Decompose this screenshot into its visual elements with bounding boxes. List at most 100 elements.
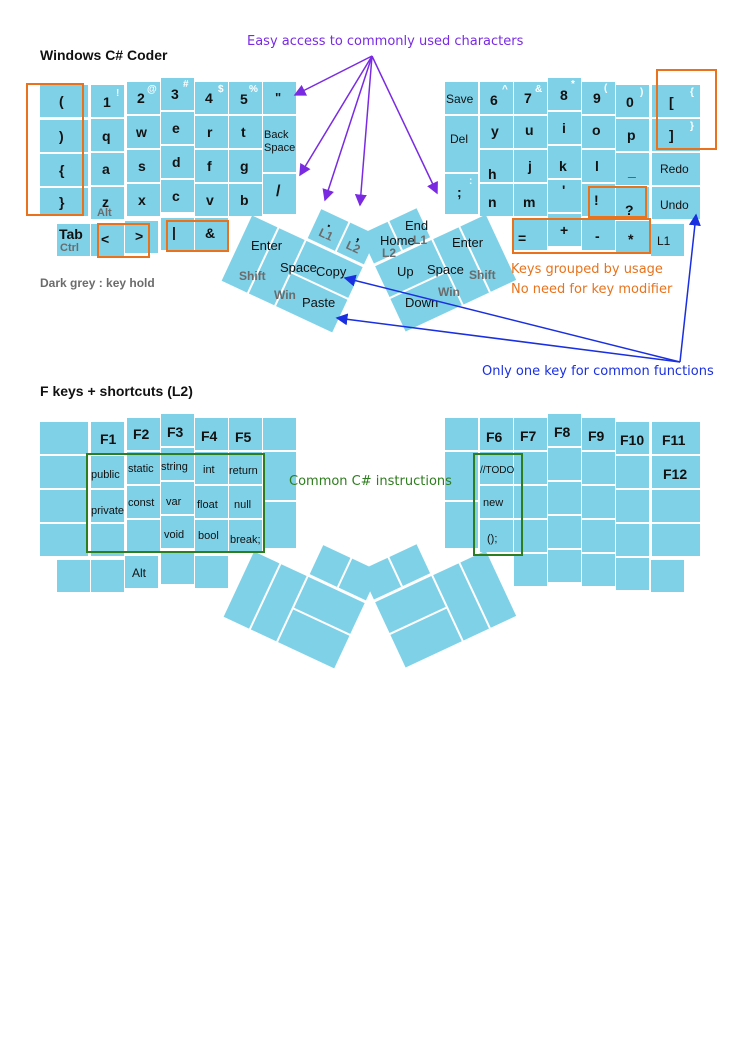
key-less-than[interactable]: <	[91, 224, 124, 256]
key-f2[interactable]: F2	[127, 418, 160, 450]
key-blank[interactable]	[161, 552, 194, 584]
key-del[interactable]: Del	[445, 116, 478, 172]
key-3[interactable]: 3#	[161, 78, 194, 110]
key-5[interactable]: 5%	[229, 82, 262, 114]
key-slash[interactable]: /	[263, 174, 296, 214]
key-open-brace[interactable]: {	[40, 154, 88, 186]
key-7[interactable]: 7&	[514, 82, 547, 114]
key-void[interactable]: void	[161, 516, 194, 548]
key-4[interactable]: 4$	[195, 82, 228, 114]
key-greater-than[interactable]: >	[125, 221, 158, 253]
key-f4[interactable]: F4	[195, 418, 228, 450]
key-backspace[interactable]: Back Space	[263, 116, 296, 172]
key-underscore[interactable]: _	[616, 153, 649, 185]
key-q[interactable]: q	[91, 119, 124, 151]
key-ampersand[interactable]: &	[195, 218, 228, 250]
key-a[interactable]: a	[91, 153, 124, 185]
key-question[interactable]: ?	[616, 187, 649, 219]
key-s[interactable]: s	[127, 150, 160, 182]
key-blank[interactable]	[57, 560, 90, 592]
key-alt[interactable]: Alt	[125, 556, 158, 588]
key-close-paren[interactable]: )	[40, 120, 88, 152]
key-blank[interactable]	[445, 418, 478, 450]
key-blank[interactable]	[616, 558, 649, 590]
key-f3[interactable]: F3	[161, 414, 194, 446]
key-blank[interactable]	[582, 486, 615, 518]
key-6[interactable]: 6^	[480, 82, 513, 114]
key-blank[interactable]	[582, 554, 615, 586]
key-minus[interactable]: -	[582, 218, 615, 250]
key-u[interactable]: u	[514, 116, 547, 148]
key-blank[interactable]	[40, 490, 88, 522]
key-const[interactable]: const	[127, 486, 160, 518]
key-open-bracket[interactable]: [{	[652, 85, 700, 117]
key-blank[interactable]	[616, 490, 649, 522]
key-g[interactable]: g	[229, 150, 262, 182]
key-semicolon[interactable]: ;:	[445, 174, 478, 214]
key-f8[interactable]: F8	[548, 414, 581, 446]
key-asterisk[interactable]: *	[616, 221, 649, 253]
key-blank[interactable]	[652, 490, 700, 522]
key-w[interactable]: w	[127, 116, 160, 148]
key-y[interactable]: y	[480, 116, 513, 148]
key-f[interactable]: f	[195, 150, 228, 182]
key-parens-semicolon[interactable]: ();	[480, 520, 513, 552]
key-h[interactable]: h	[480, 150, 513, 182]
key-null[interactable]: null	[229, 486, 262, 518]
key-2[interactable]: 2@	[127, 82, 160, 114]
key-undo[interactable]: Undo	[652, 187, 700, 219]
key-c[interactable]: c	[161, 180, 194, 212]
key-blank[interactable]	[514, 554, 547, 586]
key-9[interactable]: 9(	[582, 82, 615, 114]
key-blank[interactable]	[127, 520, 160, 552]
key-l1[interactable]: L1	[651, 224, 684, 256]
key-bool[interactable]: bool	[195, 520, 228, 552]
key-blank[interactable]	[514, 520, 547, 552]
key-blank[interactable]	[616, 456, 649, 488]
key-0[interactable]: 0)	[616, 85, 649, 117]
key-n[interactable]: n	[480, 184, 513, 216]
key-equals[interactable]: =	[514, 218, 547, 250]
key-f5[interactable]: F5	[229, 418, 262, 450]
key-int[interactable]: int	[195, 452, 228, 484]
key-return[interactable]: return	[229, 452, 262, 484]
key-t[interactable]: t	[229, 116, 262, 148]
key-blank[interactable]	[263, 418, 296, 450]
key-j[interactable]: j	[514, 150, 547, 182]
key-f9[interactable]: F9	[582, 418, 615, 450]
key-blank[interactable]	[652, 524, 700, 556]
key-blank[interactable]	[40, 422, 88, 454]
key-static[interactable]: static	[127, 452, 160, 484]
key-exclamation[interactable]: !	[582, 184, 615, 216]
key-blank[interactable]	[548, 482, 581, 514]
key-f6[interactable]: F6	[480, 418, 513, 450]
key-l[interactable]: l	[582, 150, 615, 182]
key-blank[interactable]	[582, 452, 615, 484]
key-close-bracket[interactable]: ]}	[652, 119, 700, 151]
key-quote[interactable]: "	[263, 82, 296, 114]
key-private[interactable]: private	[91, 490, 124, 522]
key-blank[interactable]	[91, 560, 124, 592]
key-i[interactable]: i	[548, 112, 581, 144]
key-blank[interactable]	[91, 524, 124, 556]
key-blank[interactable]	[514, 486, 547, 518]
key-break[interactable]: break;	[229, 520, 262, 552]
key-f11[interactable]: F11	[652, 422, 700, 454]
key-apostrophe[interactable]: '	[548, 180, 581, 212]
key-x[interactable]: x	[127, 184, 160, 216]
key-1[interactable]: 1!	[91, 85, 124, 117]
key-e[interactable]: e	[161, 112, 194, 144]
key-k[interactable]: k	[548, 146, 581, 178]
key-public[interactable]: public	[91, 456, 124, 488]
key-blank[interactable]	[263, 452, 296, 500]
key-f1[interactable]: F1	[91, 422, 124, 454]
key-blank[interactable]	[548, 448, 581, 480]
key-blank[interactable]	[40, 524, 88, 556]
key-blank[interactable]	[582, 520, 615, 552]
key-p[interactable]: p	[616, 119, 649, 151]
key-b[interactable]: b	[229, 184, 262, 216]
key-v[interactable]: v	[195, 184, 228, 216]
key-todo[interactable]: //TODO	[480, 452, 514, 484]
key-8[interactable]: 8*	[548, 78, 581, 110]
